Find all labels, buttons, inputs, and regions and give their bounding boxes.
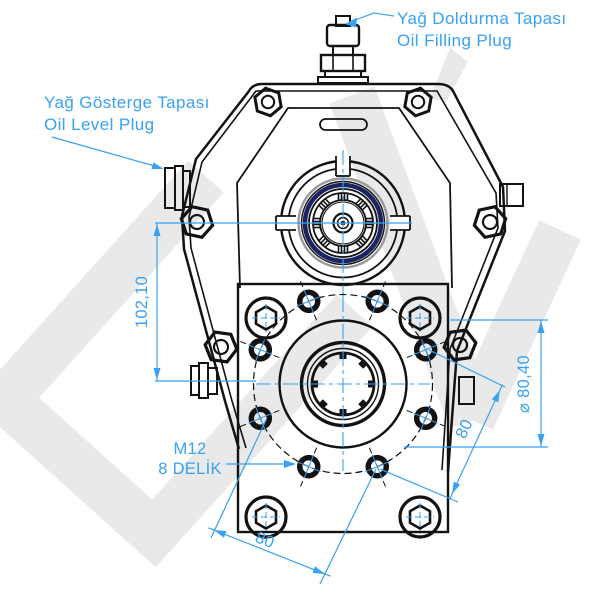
bolt-count-label: 8 DELİK xyxy=(158,459,222,478)
bolt-circle xyxy=(252,293,434,475)
callout-bolt-pattern: M12 8 DELİK xyxy=(158,440,296,478)
lower-right-tab xyxy=(458,376,475,405)
watermark-v-shape xyxy=(329,48,581,430)
flange-outline xyxy=(236,282,450,534)
housing-inner-edge xyxy=(188,90,499,471)
oil-filling-plug xyxy=(317,15,369,84)
output-spline-bore xyxy=(256,297,430,471)
housing-outer-edge xyxy=(180,82,507,473)
bolt-size-label: M12 xyxy=(174,440,207,458)
oil-filling-label-tr: Yağ Doldurma Tapası xyxy=(397,9,567,28)
mounting-flange xyxy=(236,281,450,539)
pilot-circle xyxy=(278,319,408,449)
callout-oil-level: Yağ Gösterge Tapası Oil Level Plug xyxy=(44,93,210,170)
oil-level-label-tr: Yağ Gösterge Tapası xyxy=(44,93,210,112)
bearing-notches xyxy=(275,155,411,231)
flange-corner-bolts xyxy=(244,296,442,539)
housing-hex-bolts xyxy=(179,86,508,364)
dimension-annotations: 102,10 ⌀ 80,40 80 80 xyxy=(133,222,548,585)
dim-hole-spacing-bottom-value: 80 xyxy=(253,529,277,553)
dim-center-height-value: 102,10 xyxy=(133,276,151,328)
oil-filling-label-en: Oil Filling Plug xyxy=(397,31,512,50)
shaft-spline xyxy=(313,193,373,253)
oil-level-label-en: Oil Level Plug xyxy=(44,115,155,134)
dim-center-height: 102,10 xyxy=(133,222,412,382)
right-lug xyxy=(499,183,524,207)
callout-oil-filling: Yağ Doldurma Tapası Oil Filling Plug xyxy=(345,9,567,50)
dim-pilot-diameter: ⌀ 80,40 xyxy=(404,319,548,448)
m12-holes xyxy=(240,281,446,487)
dim-hole-spacing-bottom: 80 xyxy=(208,419,377,585)
housing-face-panel xyxy=(236,107,453,289)
oil-level-plug xyxy=(164,165,191,211)
top-slot xyxy=(319,118,368,131)
dim-pilot-diameter-value: ⌀ 80,40 xyxy=(515,355,533,413)
